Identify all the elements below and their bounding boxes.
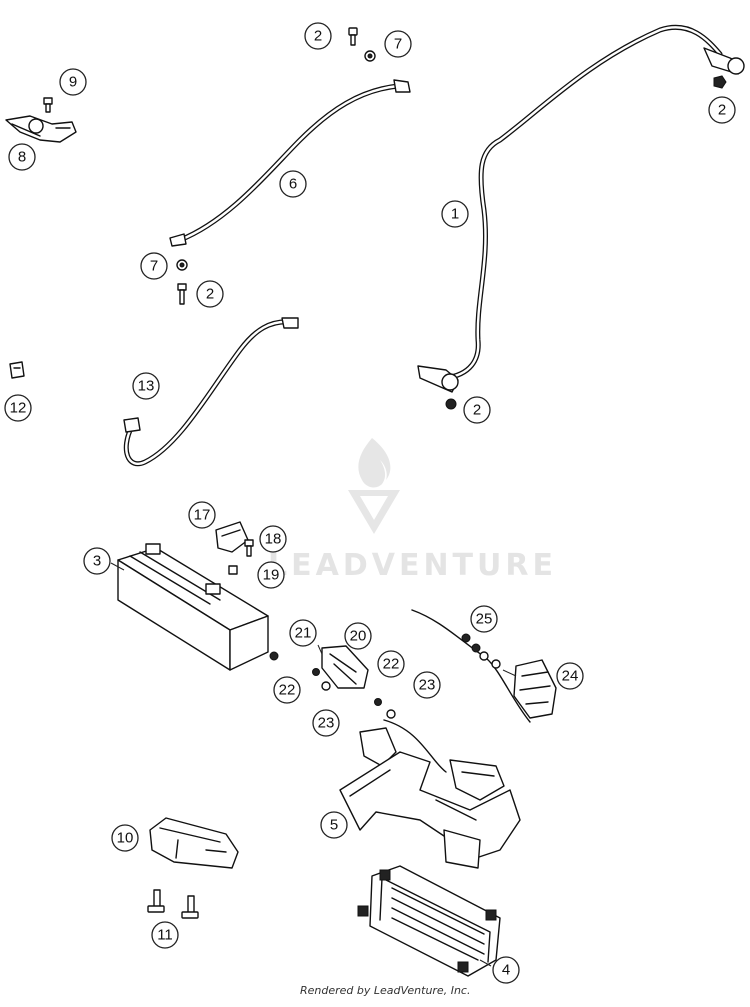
svg-text:21: 21 xyxy=(295,625,312,642)
part-11-screw-right xyxy=(181,895,199,919)
part-13-cable xyxy=(123,317,299,467)
svg-text:6: 6 xyxy=(289,176,297,193)
part-21-screw xyxy=(269,651,279,661)
svg-text:23: 23 xyxy=(318,715,335,732)
part-4-module xyxy=(357,865,501,977)
svg-text:2: 2 xyxy=(473,402,481,419)
svg-text:1: 1 xyxy=(451,206,459,223)
svg-text:18: 18 xyxy=(265,531,282,548)
callout-5: 5 xyxy=(320,811,348,839)
svg-text:12: 12 xyxy=(10,400,27,417)
callouts: 1 2 2 2 2 3 4 5 xyxy=(4,22,736,984)
callout-2-lower: 2 xyxy=(463,396,491,424)
svg-text:19: 19 xyxy=(263,567,280,584)
part-12-clip xyxy=(9,361,25,379)
part-17-terminal-cover xyxy=(215,521,249,553)
callout-9: 9 xyxy=(59,68,87,96)
part-22-washer-right xyxy=(374,698,382,706)
callout-6: 6 xyxy=(279,170,307,198)
callout-22-right: 22 xyxy=(377,650,405,678)
part-11-screw-left xyxy=(147,889,165,913)
svg-text:3: 3 xyxy=(93,553,101,570)
svg-text:9: 9 xyxy=(69,74,77,91)
callout-3: 3 xyxy=(83,547,111,575)
svg-text:8: 8 xyxy=(18,149,26,166)
svg-text:2: 2 xyxy=(206,286,214,303)
callout-7-mid: 7 xyxy=(140,252,168,280)
callout-23-right: 23 xyxy=(413,671,441,699)
part-2-bolt-top xyxy=(348,27,358,46)
callout-8: 8 xyxy=(8,143,36,171)
part-2-bolt-right xyxy=(713,75,727,89)
part-25-nuts xyxy=(461,633,501,669)
part-1-cable xyxy=(417,24,745,393)
callout-7-top: 7 xyxy=(384,30,412,58)
callout-11: 11 xyxy=(151,921,179,949)
callout-1: 1 xyxy=(441,200,469,228)
svg-text:4: 4 xyxy=(502,962,510,979)
callout-25: 25 xyxy=(470,605,498,633)
watermark: LEADVENTURE xyxy=(268,438,557,583)
part-7-nut-mid xyxy=(176,259,188,271)
svg-text:11: 11 xyxy=(157,927,173,944)
part-18-screw xyxy=(244,539,254,557)
svg-text:17: 17 xyxy=(194,507,211,524)
svg-text:20: 20 xyxy=(350,628,367,645)
svg-text:22: 22 xyxy=(279,682,296,699)
watermark-logo-icon xyxy=(348,438,400,534)
part-3-battery xyxy=(117,543,269,671)
part-8-bracket xyxy=(5,115,77,143)
callout-4: 4 xyxy=(492,956,520,984)
part-7-nut-top xyxy=(364,50,376,62)
part-5-holder xyxy=(339,719,521,869)
svg-text:22: 22 xyxy=(383,656,400,673)
svg-text:13: 13 xyxy=(138,378,155,395)
callout-20: 20 xyxy=(344,622,372,650)
callout-22-left: 22 xyxy=(273,676,301,704)
callout-18: 18 xyxy=(259,525,287,553)
part-23-washer-left xyxy=(321,681,331,691)
part-9-screw xyxy=(43,97,53,113)
callout-19: 19 xyxy=(257,561,285,589)
part-23-washer-right xyxy=(386,709,396,719)
callout-23-left: 23 xyxy=(312,709,340,737)
svg-text:10: 10 xyxy=(117,830,134,847)
callout-2-right: 2 xyxy=(708,96,736,124)
svg-text:2: 2 xyxy=(718,102,726,119)
part-6-cable xyxy=(169,79,411,247)
svg-text:23: 23 xyxy=(419,677,436,694)
part-19-nut xyxy=(228,565,238,575)
callout-21: 21 xyxy=(289,619,317,647)
part-22-washer-left xyxy=(312,668,320,676)
callout-24: 24 xyxy=(556,662,584,690)
callout-2-top: 2 xyxy=(304,22,332,50)
svg-text:24: 24 xyxy=(562,668,579,685)
callout-13: 13 xyxy=(132,372,160,400)
svg-text:5: 5 xyxy=(330,817,338,834)
svg-text:7: 7 xyxy=(150,258,158,275)
footer-credit: Rendered by LeadVenture, Inc. xyxy=(300,984,471,997)
callout-17: 17 xyxy=(188,501,216,529)
part-10-box xyxy=(149,817,239,869)
callout-10: 10 xyxy=(111,824,139,852)
leader-lines xyxy=(110,562,517,967)
callout-12: 12 xyxy=(4,394,32,422)
part-2-bolt-lower xyxy=(445,398,457,410)
part-2-bolt-mid xyxy=(177,283,187,305)
svg-text:2: 2 xyxy=(314,28,322,45)
svg-text:25: 25 xyxy=(476,611,493,628)
callout-2-mid: 2 xyxy=(196,280,224,308)
svg-text:7: 7 xyxy=(394,36,402,53)
part-20-relay xyxy=(321,645,369,689)
watermark-brand: LEADVENTURE xyxy=(268,548,557,583)
